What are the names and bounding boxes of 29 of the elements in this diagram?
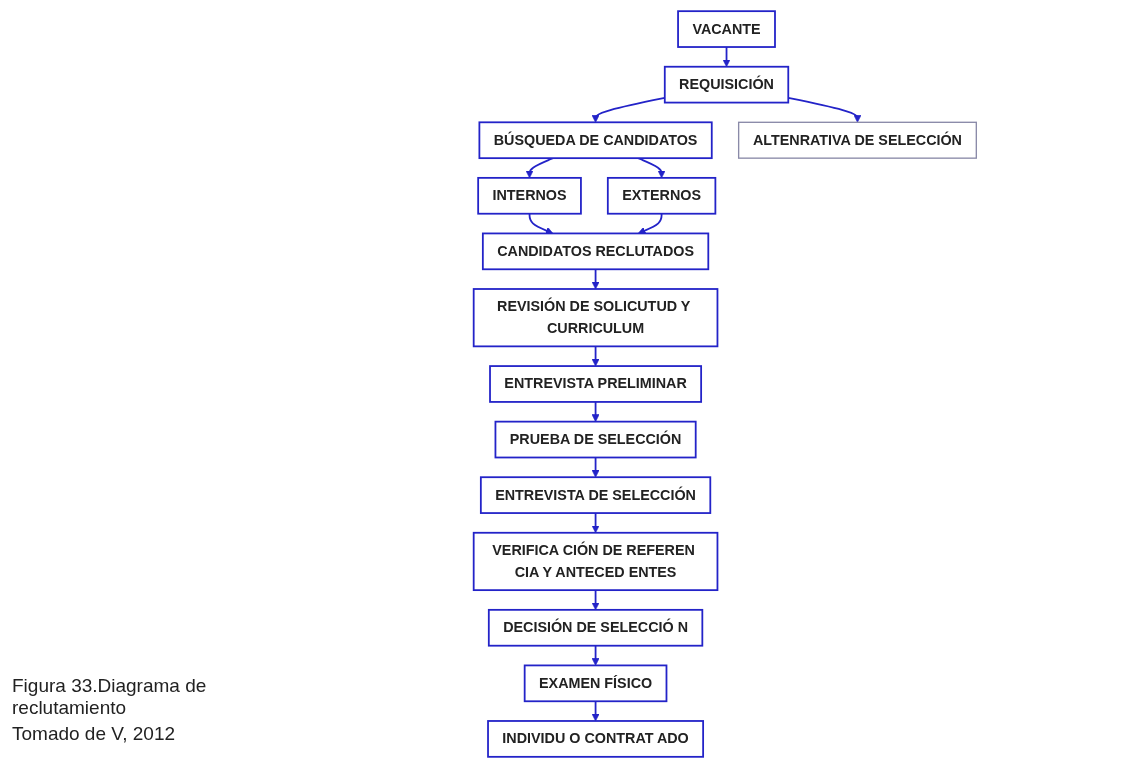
node-box: VERIFICA CIÓN DE REFEREN CIA Y ANTECED ENTES <box>472 531 719 592</box>
arrow <box>591 700 600 722</box>
node-box: ALTENRATIVA DE SELECCIÓN <box>738 121 977 159</box>
arrow <box>637 212 663 235</box>
arrow <box>591 268 600 290</box>
node-box: ENTREVISTA PRELIMINAR <box>489 365 703 403</box>
arrow <box>591 401 600 422</box>
node-box: CANDIDATOS RECLUTADOS <box>481 232 710 271</box>
figure-caption: Figura 33.Diagrama de reclutamiento <box>12 675 208 719</box>
node-box: EXTERNOS <box>606 176 717 215</box>
source-note: Tomado de V, 2012 <box>12 723 177 745</box>
node-box: ENTREVISTA DE SELECCIÓN <box>479 476 712 514</box>
arrow <box>528 212 554 235</box>
node-box: REVISIÓN DE SOLICUTUD Y CURRICULUM <box>472 288 719 348</box>
node-box: INTERNOS <box>477 176 582 215</box>
arrow <box>591 589 600 611</box>
arrow <box>591 644 600 666</box>
arrow <box>637 157 666 179</box>
arrow <box>722 46 731 68</box>
arrow <box>591 345 600 367</box>
node-box: INDIVIDU O CONTRAT ADO <box>487 720 704 758</box>
node-box: EXAMEN FÍSICO <box>523 664 668 703</box>
node-box: REQUISICIÓN <box>663 65 790 104</box>
node-box: DECISIÓN DE SELECCIÓ N <box>487 608 704 647</box>
node-box: VACANTE <box>677 10 776 48</box>
node-box: PRUEBA DE SELECCIÓN <box>494 420 697 459</box>
arrow <box>525 157 554 179</box>
node-box: BÚSQUEDA DE CANDIDATOS <box>478 121 713 160</box>
arrow <box>591 512 600 534</box>
